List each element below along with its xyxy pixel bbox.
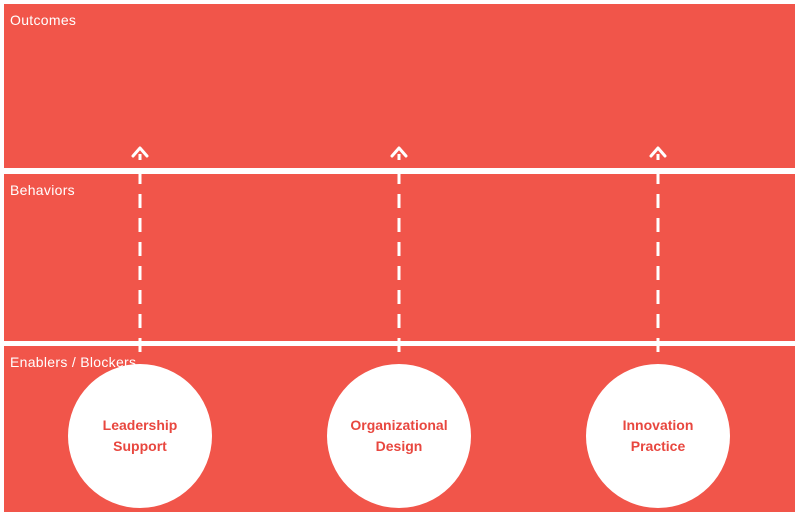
enabler-node-label: Organizational Design (350, 417, 448, 454)
enabler-node-innovation-practice[interactable]: Innovation Practice (586, 364, 730, 508)
layer-outcomes-label: Outcomes (10, 12, 77, 28)
arrow-up-icon (131, 146, 149, 158)
connector-innovation (649, 146, 667, 352)
connector-organizational (390, 146, 408, 352)
layer-outcomes: Outcomes (4, 4, 795, 168)
arrow-up-icon (390, 146, 408, 158)
arrow-up-icon (649, 146, 667, 158)
enabler-node-organizational-design[interactable]: Organizational Design (327, 364, 471, 508)
layer-behaviors-label: Behaviors (10, 182, 75, 198)
enabler-node-label: Leadership Support (102, 417, 178, 454)
enabler-node-leadership-support[interactable]: Leadership Support (68, 364, 212, 508)
connector-leadership (131, 146, 149, 352)
enabler-node-label: Innovation Practice (622, 417, 694, 454)
layer-enablers-blockers-label: Enablers / Blockers (10, 354, 137, 370)
